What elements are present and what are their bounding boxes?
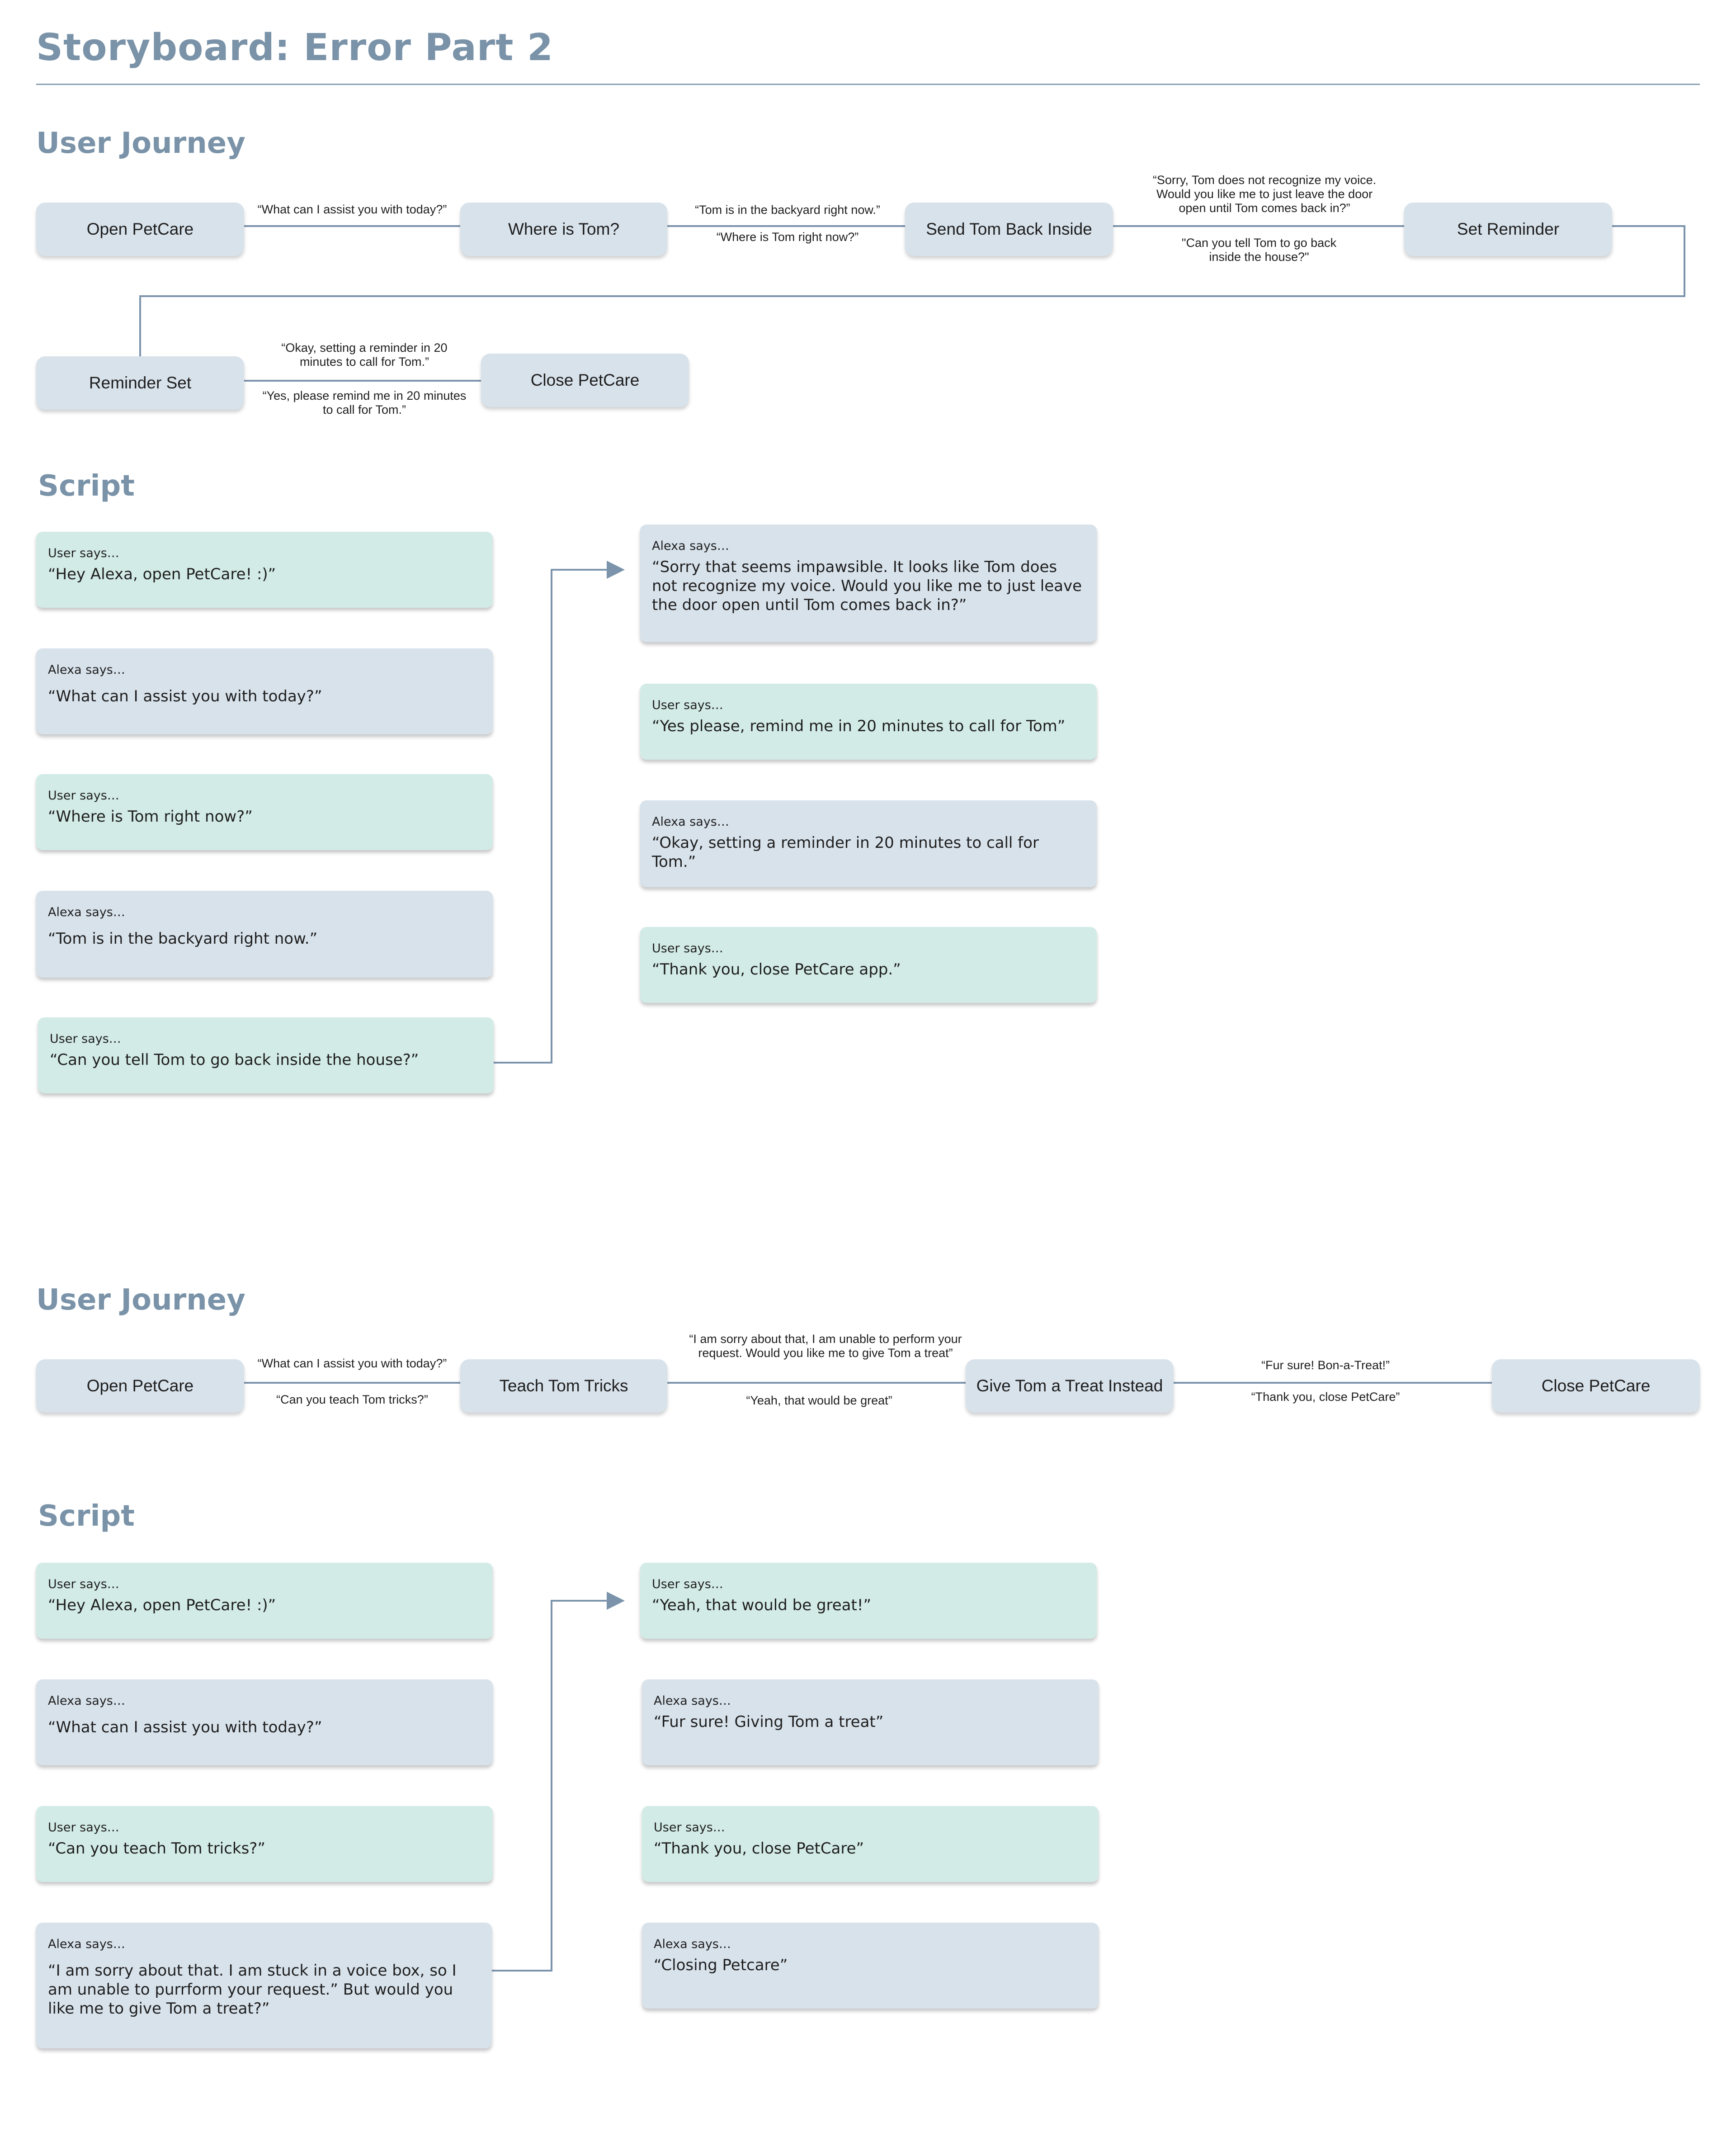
journey1-heading: User Journey bbox=[36, 127, 245, 160]
script2-left-card-3: User says… “Can you teach Tom tricks?” bbox=[36, 1806, 493, 1882]
journey1-node-open-petcare[interactable]: Open PetCare bbox=[36, 203, 244, 256]
title-divider bbox=[36, 84, 1700, 85]
script1-arrow bbox=[494, 561, 625, 1064]
speaker-label: User says… bbox=[48, 1820, 119, 1835]
speaker-label: User says… bbox=[48, 789, 119, 803]
utterance-text: “Fur sure! Giving Tom a treat” bbox=[654, 1713, 884, 1731]
page-title: Storyboard: Error Part 2 bbox=[36, 26, 554, 69]
journey1-edge4-bottom: “Yes, please remind me in 20 minutes to … bbox=[262, 389, 467, 416]
journey1-edge2-bottom: “Where is Tom right now?” bbox=[716, 230, 859, 244]
journey2-heading: User Journey bbox=[36, 1283, 245, 1317]
utterance-text: “Thank you, close PetCare app.” bbox=[652, 960, 901, 979]
script2-heading: Script bbox=[38, 1499, 135, 1533]
script1-right-card-3: Alexa says… “Okay, setting a reminder in… bbox=[640, 800, 1097, 887]
utterance-text: “Thank you, close PetCare” bbox=[654, 1839, 864, 1858]
script1-right-card-4: User says… “Thank you, close PetCare app… bbox=[640, 927, 1097, 1003]
script2-right-card-1: User says… “Yeah, that would be great!” bbox=[640, 1563, 1097, 1639]
journey1-edge3-top: “Sorry, Tom does not recognize my voice.… bbox=[1152, 173, 1377, 215]
script1-left-card-1: User says… “Hey Alexa, open PetCare! :)” bbox=[36, 532, 493, 608]
script1-left-card-3: User says… “Where is Tom right now?” bbox=[36, 774, 493, 850]
journey2-edge1-top: “What can I assist you with today?” bbox=[257, 1357, 447, 1370]
speaker-label: Alexa says… bbox=[48, 663, 125, 677]
utterance-text: “I am sorry about that. I am stuck in a … bbox=[48, 1962, 457, 2018]
speaker-label: Alexa says… bbox=[652, 539, 729, 553]
utterance-text: “Hey Alexa, open PetCare! :)” bbox=[48, 1596, 276, 1614]
speaker-label: User says… bbox=[652, 1577, 723, 1591]
utterance-text: “Hey Alexa, open PetCare! :)” bbox=[48, 565, 276, 583]
script1-left-card-4: Alexa says… “Tom is in the backyard righ… bbox=[36, 891, 493, 978]
script1-right-card-1: Alexa says… “Sorry that seems impawsible… bbox=[640, 525, 1097, 642]
speaker-label: Alexa says… bbox=[654, 1937, 731, 1951]
journey1-edge4-top: “Okay, setting a reminder in 20 minutes … bbox=[281, 341, 448, 369]
script2-left-card-2: Alexa says… “What can I assist you with … bbox=[36, 1679, 493, 1765]
journey2-edge2-bottom: “Yeah, that would be great” bbox=[746, 1394, 892, 1407]
journey1-node-send-tom-back[interactable]: Send Tom Back Inside bbox=[905, 203, 1113, 256]
speaker-label: Alexa says… bbox=[48, 905, 125, 919]
journey1-node-close-petcare[interactable]: Close PetCare bbox=[481, 354, 689, 407]
speaker-label: User says… bbox=[654, 1820, 725, 1835]
speaker-label: User says… bbox=[652, 698, 723, 712]
journey2-node-open-petcare[interactable]: Open PetCare bbox=[36, 1359, 244, 1413]
journey1-wrap-connector bbox=[139, 225, 1685, 356]
speaker-label: User says… bbox=[652, 941, 723, 955]
speaker-label: Alexa says… bbox=[654, 1694, 731, 1708]
script1-heading: Script bbox=[38, 469, 135, 503]
script1-right-card-2: User says… “Yes please, remind me in 20 … bbox=[640, 684, 1097, 760]
script1-left-card-2: Alexa says… “What can I assist you with … bbox=[36, 648, 493, 734]
journey1-edge3-bottom: "Can you tell Tom to go back inside the … bbox=[1181, 236, 1337, 264]
utterance-text: “Yeah, that would be great!” bbox=[652, 1596, 872, 1614]
utterance-text: “Can you tell Tom to go back inside the … bbox=[50, 1051, 419, 1069]
speaker-label: User says… bbox=[48, 1577, 119, 1591]
journey1-edge2-top: “Tom is in the backyard right now.” bbox=[695, 203, 880, 217]
utterance-text: “What can I assist you with today?” bbox=[48, 1718, 322, 1736]
script2-left-card-4: Alexa says… “I am sorry about that. I am… bbox=[36, 1923, 492, 2048]
script2-right-card-2: Alexa says… “Fur sure! Giving Tom a trea… bbox=[642, 1679, 1099, 1765]
utterance-text: “Where is Tom right now?” bbox=[48, 808, 253, 826]
journey1-edge1-top: “What can I assist you with today?” bbox=[257, 203, 447, 216]
speaker-label: Alexa says… bbox=[48, 1937, 125, 1951]
speaker-label: Alexa says… bbox=[652, 815, 729, 829]
journey2-edge3-bottom: “Thank you, close PetCare” bbox=[1251, 1390, 1400, 1404]
journey1-node-reminder-set[interactable]: Reminder Set bbox=[36, 356, 244, 410]
script2-left-card-1: User says… “Hey Alexa, open PetCare! :)” bbox=[36, 1563, 493, 1639]
utterance-text: “Sorry that seems impawsible. It looks l… bbox=[652, 558, 1082, 614]
speaker-label: User says… bbox=[48, 546, 119, 560]
speaker-label: Alexa says… bbox=[48, 1694, 125, 1708]
journey2-edge3-top: “Fur sure! Bon-a-Treat!” bbox=[1261, 1358, 1390, 1372]
journey2-edge2-top: “I am sorry about that, I am unable to p… bbox=[689, 1332, 962, 1360]
utterance-text: “Can you teach Tom tricks?” bbox=[48, 1839, 265, 1858]
journey1-node-where-is-tom[interactable]: Where is Tom? bbox=[460, 203, 667, 256]
speaker-label: User says… bbox=[50, 1032, 121, 1046]
journey1-node-set-reminder[interactable]: Set Reminder bbox=[1404, 203, 1612, 256]
journey2-node-close-petcare[interactable]: Close PetCare bbox=[1492, 1359, 1700, 1413]
utterance-text: “Tom is in the backyard right now.” bbox=[48, 930, 318, 948]
utterance-text: “What can I assist you with today?” bbox=[48, 687, 322, 705]
script2-right-card-4: Alexa says… “Closing Petcare” bbox=[642, 1923, 1099, 2009]
utterance-text: “Closing Petcare” bbox=[654, 1956, 788, 1974]
script2-right-card-3: User says… “Thank you, close PetCare” bbox=[642, 1806, 1099, 1882]
journey2-edge1-bottom: “Can you teach Tom tricks?” bbox=[276, 1393, 428, 1406]
script2-arrow bbox=[492, 1592, 625, 1972]
journey2-node-give-treat[interactable]: Give Tom a Treat Instead bbox=[966, 1359, 1174, 1413]
utterance-text: “Yes please, remind me in 20 minutes to … bbox=[652, 717, 1066, 735]
script1-left-card-5: User says… “Can you tell Tom to go back … bbox=[38, 1017, 494, 1093]
utterance-text: “Okay, setting a reminder in 20 minutes … bbox=[652, 834, 1039, 871]
journey2-node-teach-tom-tricks[interactable]: Teach Tom Tricks bbox=[460, 1359, 667, 1413]
